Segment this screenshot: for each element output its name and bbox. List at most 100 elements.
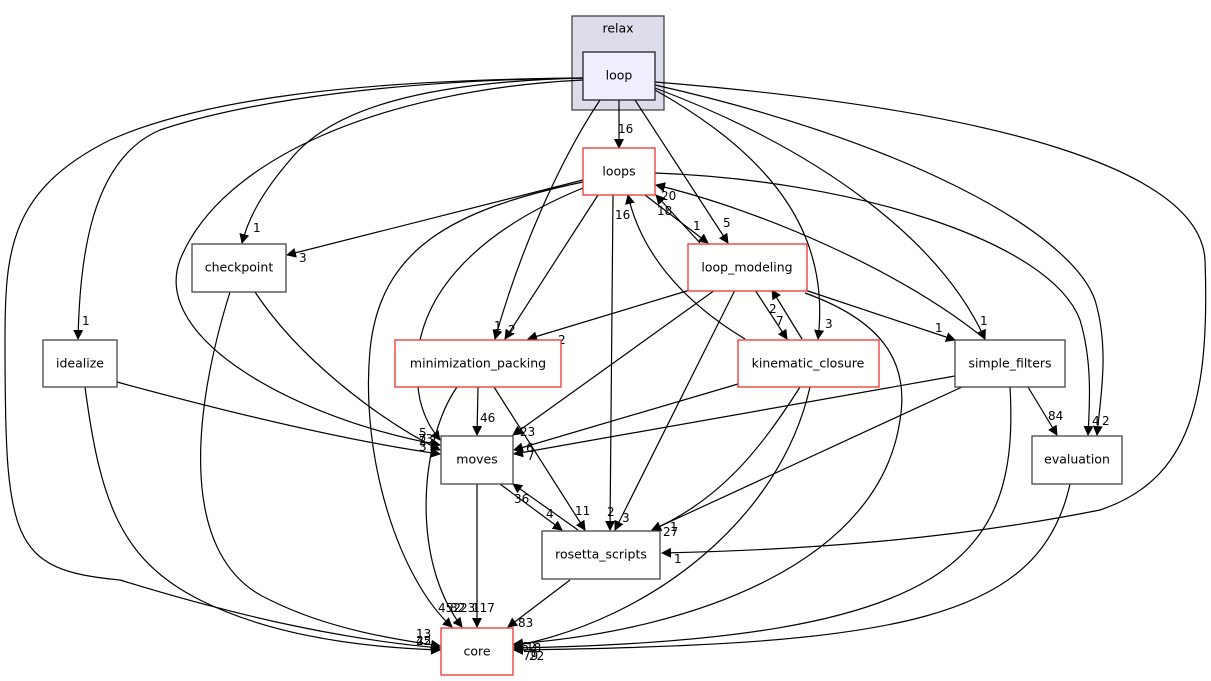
- edge-label-rosetta-scripts-core: 83: [518, 616, 533, 630]
- node-kinematic-closure-label: kinematic_closure: [752, 356, 865, 371]
- edge-label-loop-evaluation: 4: [1092, 414, 1100, 428]
- edge-loop-moves: [175, 79, 584, 449]
- edge-loops-rosetta-scripts: [605, 194, 616, 531]
- edge-label-loops-loop-modeling: 1: [693, 219, 701, 233]
- edge-loop-loop-modeling: [634, 99, 729, 244]
- edge-idealize-core: [84, 386, 441, 655]
- node-loops[interactable]: loops: [582, 147, 656, 196]
- edge-kinematic-closure-moves: [513, 383, 739, 453]
- edge-label-loop-loop-modeling: 5: [723, 216, 731, 230]
- edge-label-loop-modeling-minimization-packing: 2: [558, 333, 566, 347]
- edge-loop-modeling-core: [513, 292, 903, 649]
- edge-label-loop-kinematic-closure: 3: [825, 317, 833, 331]
- edge-label-minimization-packing-moves: 46: [480, 411, 495, 425]
- edge-loop-simple-filters: [654, 87, 986, 340]
- node-kinematic-closure[interactable]: kinematic_closure: [737, 339, 880, 388]
- node-moves-label: moves: [456, 452, 497, 467]
- edge-label-idealize-core: 42: [416, 634, 431, 648]
- edge-loop-minimization-packing: [492, 99, 601, 340]
- edge-rosetta-scripts-core: [507, 579, 571, 628]
- edge-loops-evaluation: [654, 172, 1094, 436]
- node-loop[interactable]: loop: [582, 51, 656, 101]
- edges: 16 1 1 13 1 5 3 1 1 3 2: [4, 77, 1207, 663]
- node-checkpoint-label: checkpoint: [205, 260, 274, 275]
- edge-loop-core: [4, 77, 584, 653]
- edge-label-loops-checkpoint: 3: [299, 251, 307, 265]
- node-rosetta-scripts[interactable]: rosetta_scripts: [541, 530, 661, 580]
- edge-label-kinematic-closure-rosetta-scripts: 1: [670, 520, 678, 534]
- edge-label-minimization-packing-rosetta-scripts: 11: [575, 504, 590, 518]
- edge-label-simple-filters-rosetta-scripts: 27: [663, 525, 678, 539]
- edge-loops-moves: [416, 187, 584, 441]
- node-simple-filters[interactable]: simple_filters: [954, 339, 1066, 388]
- edge-label-moves-core: 117: [472, 601, 495, 615]
- edge-loop-modeling-rosetta-scripts: [614, 289, 736, 531]
- edge-label-simple-filters-evaluation: 84: [1048, 409, 1063, 423]
- node-checkpoint[interactable]: checkpoint: [191, 243, 287, 293]
- edge-loop-kinematic-closure: [654, 89, 825, 340]
- edge-kinematic-closure-rosetta-scripts: [651, 386, 801, 531]
- edge-label-simple-filters-moves: 7: [527, 449, 535, 463]
- edge-label-minimization-packing-core: 82: [450, 601, 465, 615]
- edge-loop-idealize: [73, 77, 584, 340]
- cluster-label: relax: [602, 21, 633, 36]
- node-minimization-packing[interactable]: minimization_packing: [394, 339, 562, 388]
- edge-label-loop-modeling-moves: 23: [520, 425, 535, 439]
- nodes: loop loops checkpoint loop_modeling idea…: [42, 51, 1123, 676]
- node-loop-label: loop: [606, 68, 633, 83]
- edge-label-loop-minimization-packing: 1: [494, 319, 502, 333]
- node-core[interactable]: core: [440, 627, 514, 676]
- edge-label-loop-simple-filters: 1: [980, 314, 988, 328]
- edge-label-checkpoint-core: 25: [416, 634, 431, 648]
- edge-label-loop-modeling-rosetta-scripts: 3: [622, 511, 630, 525]
- edge-loops-minimization-packing: [504, 194, 599, 340]
- edge-label-loops-minimization-packing: 2: [508, 323, 516, 337]
- edge-minimization-packing-core: [425, 386, 463, 628]
- edge-label-idealize-moves: 3: [419, 440, 427, 454]
- edge-label-loop-loops: 16: [618, 122, 633, 136]
- node-evaluation[interactable]: evaluation: [1031, 435, 1123, 485]
- edge-minimization-packing-rosetta-scripts: [493, 386, 586, 531]
- node-core-label: core: [463, 644, 490, 659]
- node-idealize[interactable]: idealize: [42, 339, 118, 388]
- node-idealize-label: idealize: [56, 356, 104, 371]
- edge-label-loop-evaluation-2: 2: [1102, 414, 1110, 428]
- edge-loop-checkpoint: [239, 77, 584, 244]
- node-moves[interactable]: moves: [440, 435, 514, 485]
- edge-label-checkpoint-moves: 2: [419, 434, 427, 448]
- edge-kinematic-closure-loop-modeling: [771, 289, 803, 340]
- node-loop-modeling-label: loop_modeling: [701, 260, 792, 275]
- edge-loop-modeling-kinematic-closure: [754, 289, 788, 340]
- edge-label-loop-modeling-simple-filters: 1: [935, 321, 943, 335]
- edge-label-simple-filters-core: 18: [526, 641, 541, 655]
- node-loop-modeling[interactable]: loop_modeling: [687, 243, 808, 292]
- edge-label-moves-core-alt: 23: [460, 601, 475, 615]
- node-evaluation-label: evaluation: [1044, 452, 1110, 467]
- edge-label-kinematic-closure-moves: 6: [526, 441, 534, 455]
- edge-label-kinematic-closure-loop-modeling: 2: [769, 302, 777, 316]
- edge-moves-rosetta-scripts: [499, 483, 563, 531]
- edge-loop-evaluation: [654, 84, 1104, 436]
- node-simple-filters-label: simple_filters: [968, 356, 1051, 371]
- edge-label-simple-filters-loops: 20: [661, 189, 676, 203]
- edge-label-loops-moves: 5: [419, 426, 427, 440]
- edge-label-loop-moves: 73: [418, 432, 433, 446]
- edge-kinematic-closure-loops: [625, 194, 746, 340]
- edge-simple-filters-rosetta-scripts: [651, 386, 963, 531]
- edge-evaluation-core: [513, 483, 1071, 655]
- edge-kinematic-closure-core: [513, 386, 811, 650]
- edge-loops-core: [367, 181, 584, 628]
- edge-label-loop-modeling-kinematic-closure: 7: [776, 314, 784, 328]
- edge-loop-modeling-minimization-packing: [527, 289, 691, 342]
- edge-simple-filters-evaluation: [1027, 386, 1058, 436]
- edge-label-loop-rosetta-scripts: 1: [674, 552, 682, 566]
- edge-checkpoint-core: [200, 291, 441, 650]
- node-loops-label: loops: [602, 164, 635, 179]
- edge-label-evaluation-core: 22: [529, 649, 544, 663]
- node-rosetta-scripts-label: rosetta_scripts: [555, 547, 647, 562]
- edge-label-loop-core: 13: [416, 627, 431, 641]
- edge-label-kinematic-closure-core: 79: [523, 649, 538, 663]
- edge-label-loop-checkpoint: 1: [253, 221, 261, 235]
- edge-label-kinematic-closure-loops: 16: [615, 208, 630, 222]
